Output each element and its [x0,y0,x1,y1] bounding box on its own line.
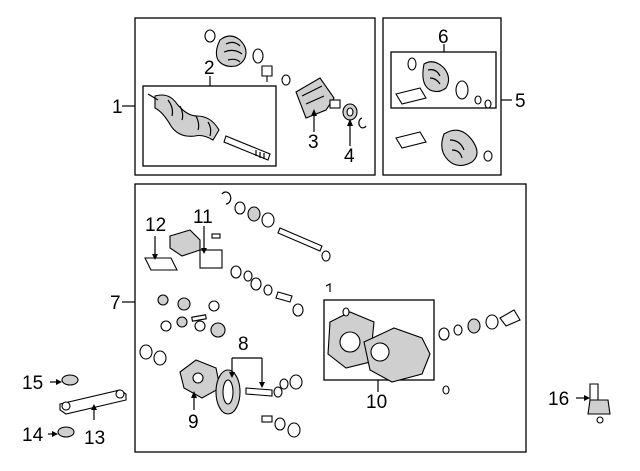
companion-flange [499,309,521,327]
boot-clamp [252,48,264,64]
group-5-boot-kit [382,17,512,176]
callout-5: 5 [515,91,526,112]
cushion-15 [61,374,79,386]
callout-9: 9 [188,412,199,433]
group-7-differential [122,183,527,453]
clamp-ring [204,29,216,43]
callout-2: 2 [204,58,215,79]
callout-11: 11 [193,207,213,228]
snap-ring [281,74,291,86]
callout-1: 1 [112,97,123,118]
mount-parts-13-15 [48,374,127,438]
joint-spline [329,99,341,109]
cushion-14 [57,426,75,438]
group-7-frame [134,183,527,453]
bracket-12 [144,257,178,271]
carrier-housing [363,327,431,383]
callout-7: 7 [110,293,121,314]
pinion-gear [245,387,273,397]
callout-8: 8 [238,334,249,355]
callout-10: 10 [366,392,387,413]
actuator-11 [169,229,201,257]
boot-upper [422,61,450,93]
sensor-body [589,383,599,401]
group-5-frame [382,17,502,176]
callout-6: 6 [438,27,449,48]
group-1-axle-shaft [122,17,376,176]
grease-pack-upper [395,87,427,105]
circlip [358,117,367,129]
stub-shaft [147,93,159,101]
bracket-11 [199,249,223,269]
boot-outer [215,35,247,67]
callout-14: 14 [22,425,44,446]
sensor-16 [576,383,611,424]
group-10-frame [323,299,435,381]
side-gear-shaft [277,227,323,252]
joint-cap [261,65,273,82]
group-1-frame [134,17,376,176]
boot-lower [441,129,478,167]
callout-13: 13 [84,428,105,449]
axle-bar [223,135,271,161]
callout-3: 3 [308,132,319,153]
grease-pack-lower [395,131,427,149]
callout-15: 15 [22,373,43,394]
callout-4: 4 [344,146,355,167]
callout-16: 16 [548,389,569,410]
outboard-cv-boot [154,94,220,141]
callout-12: 12 [145,215,166,236]
